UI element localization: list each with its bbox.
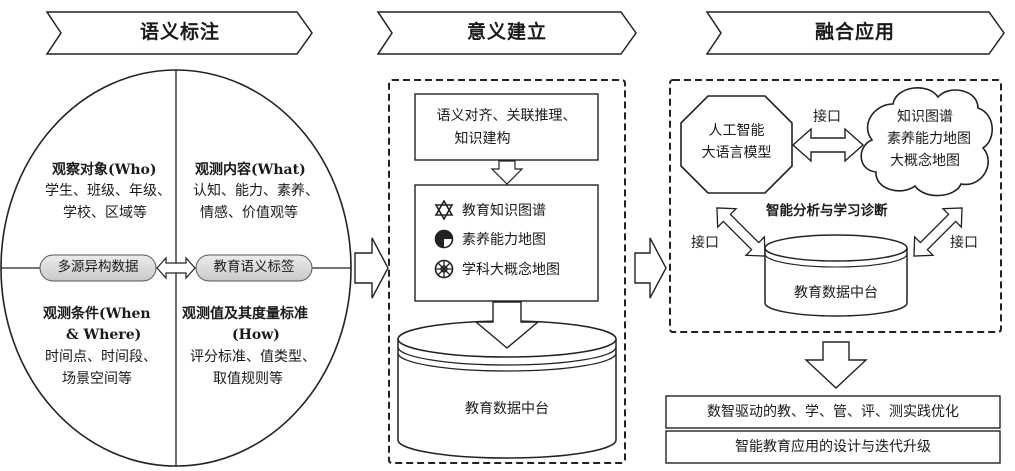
when-title-a: 观测条件(When bbox=[43, 306, 151, 322]
fusion-cylinder-label: 教育数据中台 bbox=[794, 285, 878, 301]
what-title: 观测内容(What) bbox=[195, 162, 306, 178]
fusion-cylinder bbox=[764, 234, 908, 317]
how-line-2: 取值规则等 bbox=[213, 371, 283, 387]
meaning-top-line-2: 知识建构 bbox=[454, 131, 511, 147]
cloud-line-1: 知识图谱 bbox=[897, 109, 953, 125]
results-down-arrow bbox=[804, 341, 868, 389]
what-line-1: 认知、能力、素养、 bbox=[193, 183, 319, 199]
pill-right bbox=[195, 254, 313, 282]
diag-arrow-right bbox=[913, 207, 963, 257]
block-arrow-1 bbox=[354, 237, 389, 299]
pill-double-arrow bbox=[156, 256, 196, 280]
when-line-1: 时间点、时间段、 bbox=[45, 349, 157, 365]
who-title: 观察对象(Who) bbox=[52, 162, 157, 178]
when-line-2: 场景空间等 bbox=[62, 371, 132, 387]
pill-left bbox=[39, 254, 157, 282]
fusion-dashed-frame bbox=[669, 79, 1002, 333]
analysis-label: 智能分析与学习诊断 bbox=[766, 203, 888, 219]
pill-right-label: 教育语义标签 bbox=[213, 259, 295, 275]
interface-label-right: 接口 bbox=[950, 235, 978, 251]
meaning-item-label: 素养能力地图 bbox=[462, 232, 546, 248]
meaning-cylinder-label: 教育数据中台 bbox=[465, 401, 549, 417]
meaning-item-competency-map: 素养能力地图 bbox=[434, 229, 546, 249]
result-box-1 bbox=[665, 395, 1001, 429]
meaning-item-big-concept-map: 学科大概念地图 bbox=[434, 259, 560, 279]
result-box-2 bbox=[665, 430, 1001, 464]
meaning-item-label: 教育知识图谱 bbox=[462, 203, 546, 219]
who-line-1: 学生、班级、年级、 bbox=[45, 183, 171, 199]
interface-double-arrow bbox=[791, 127, 865, 163]
meaning-small-down-arrow bbox=[490, 160, 524, 185]
ai-octagon bbox=[680, 95, 793, 194]
result-line-2: 智能教育应用的设计与迭代升级 bbox=[735, 439, 931, 455]
meaning-item-label: 学科大概念地图 bbox=[462, 262, 560, 278]
when-title-b: & Where) bbox=[66, 327, 142, 343]
interface-label-left: 接口 bbox=[691, 235, 719, 251]
stage-chevron-3 bbox=[705, 11, 1005, 55]
knowledge-cloud bbox=[860, 87, 993, 197]
cloud-line-3: 大概念地图 bbox=[890, 153, 960, 169]
quartered-circle-icon bbox=[434, 229, 454, 249]
stage-title-meaning: 意义建立 bbox=[466, 21, 547, 43]
how-title-a: 观测值及其度量标准 bbox=[182, 306, 308, 322]
ai-line-1: 人工智能 bbox=[708, 123, 765, 139]
how-line-1: 评分标准、值类型、 bbox=[190, 349, 316, 365]
cloud-line-2: 素养能力地图 bbox=[887, 131, 971, 147]
who-line-2: 学校、区域等 bbox=[63, 205, 147, 221]
meaning-item-knowledge-graph: 教育知识图谱 bbox=[434, 200, 546, 220]
interface-label-top: 接口 bbox=[813, 109, 841, 125]
wheel-circle-icon bbox=[434, 259, 454, 279]
meaning-top-box bbox=[414, 93, 599, 161]
meaning-big-down-arrow bbox=[474, 301, 540, 349]
result-line-1: 数智驱动的教、学、管、评、测实践优化 bbox=[707, 404, 959, 420]
meaning-top-line-1: 语义对齐、关联推理、 bbox=[436, 108, 577, 124]
stage-chevron-1 bbox=[45, 11, 313, 55]
stage-chevron-2 bbox=[376, 11, 637, 55]
ai-line-2: 大语言模型 bbox=[701, 145, 772, 161]
star-of-david-icon bbox=[434, 200, 454, 220]
meaning-dashed-frame bbox=[388, 79, 626, 464]
stage-title-semantic: 语义标注 bbox=[139, 21, 220, 43]
block-arrow-2 bbox=[634, 237, 667, 299]
how-title-b: (How) bbox=[232, 327, 280, 343]
what-line-2: 情感、价值观等 bbox=[200, 205, 298, 221]
pill-left-label: 多源异构数据 bbox=[57, 259, 139, 275]
stage-title-fusion: 融合应用 bbox=[814, 21, 895, 43]
